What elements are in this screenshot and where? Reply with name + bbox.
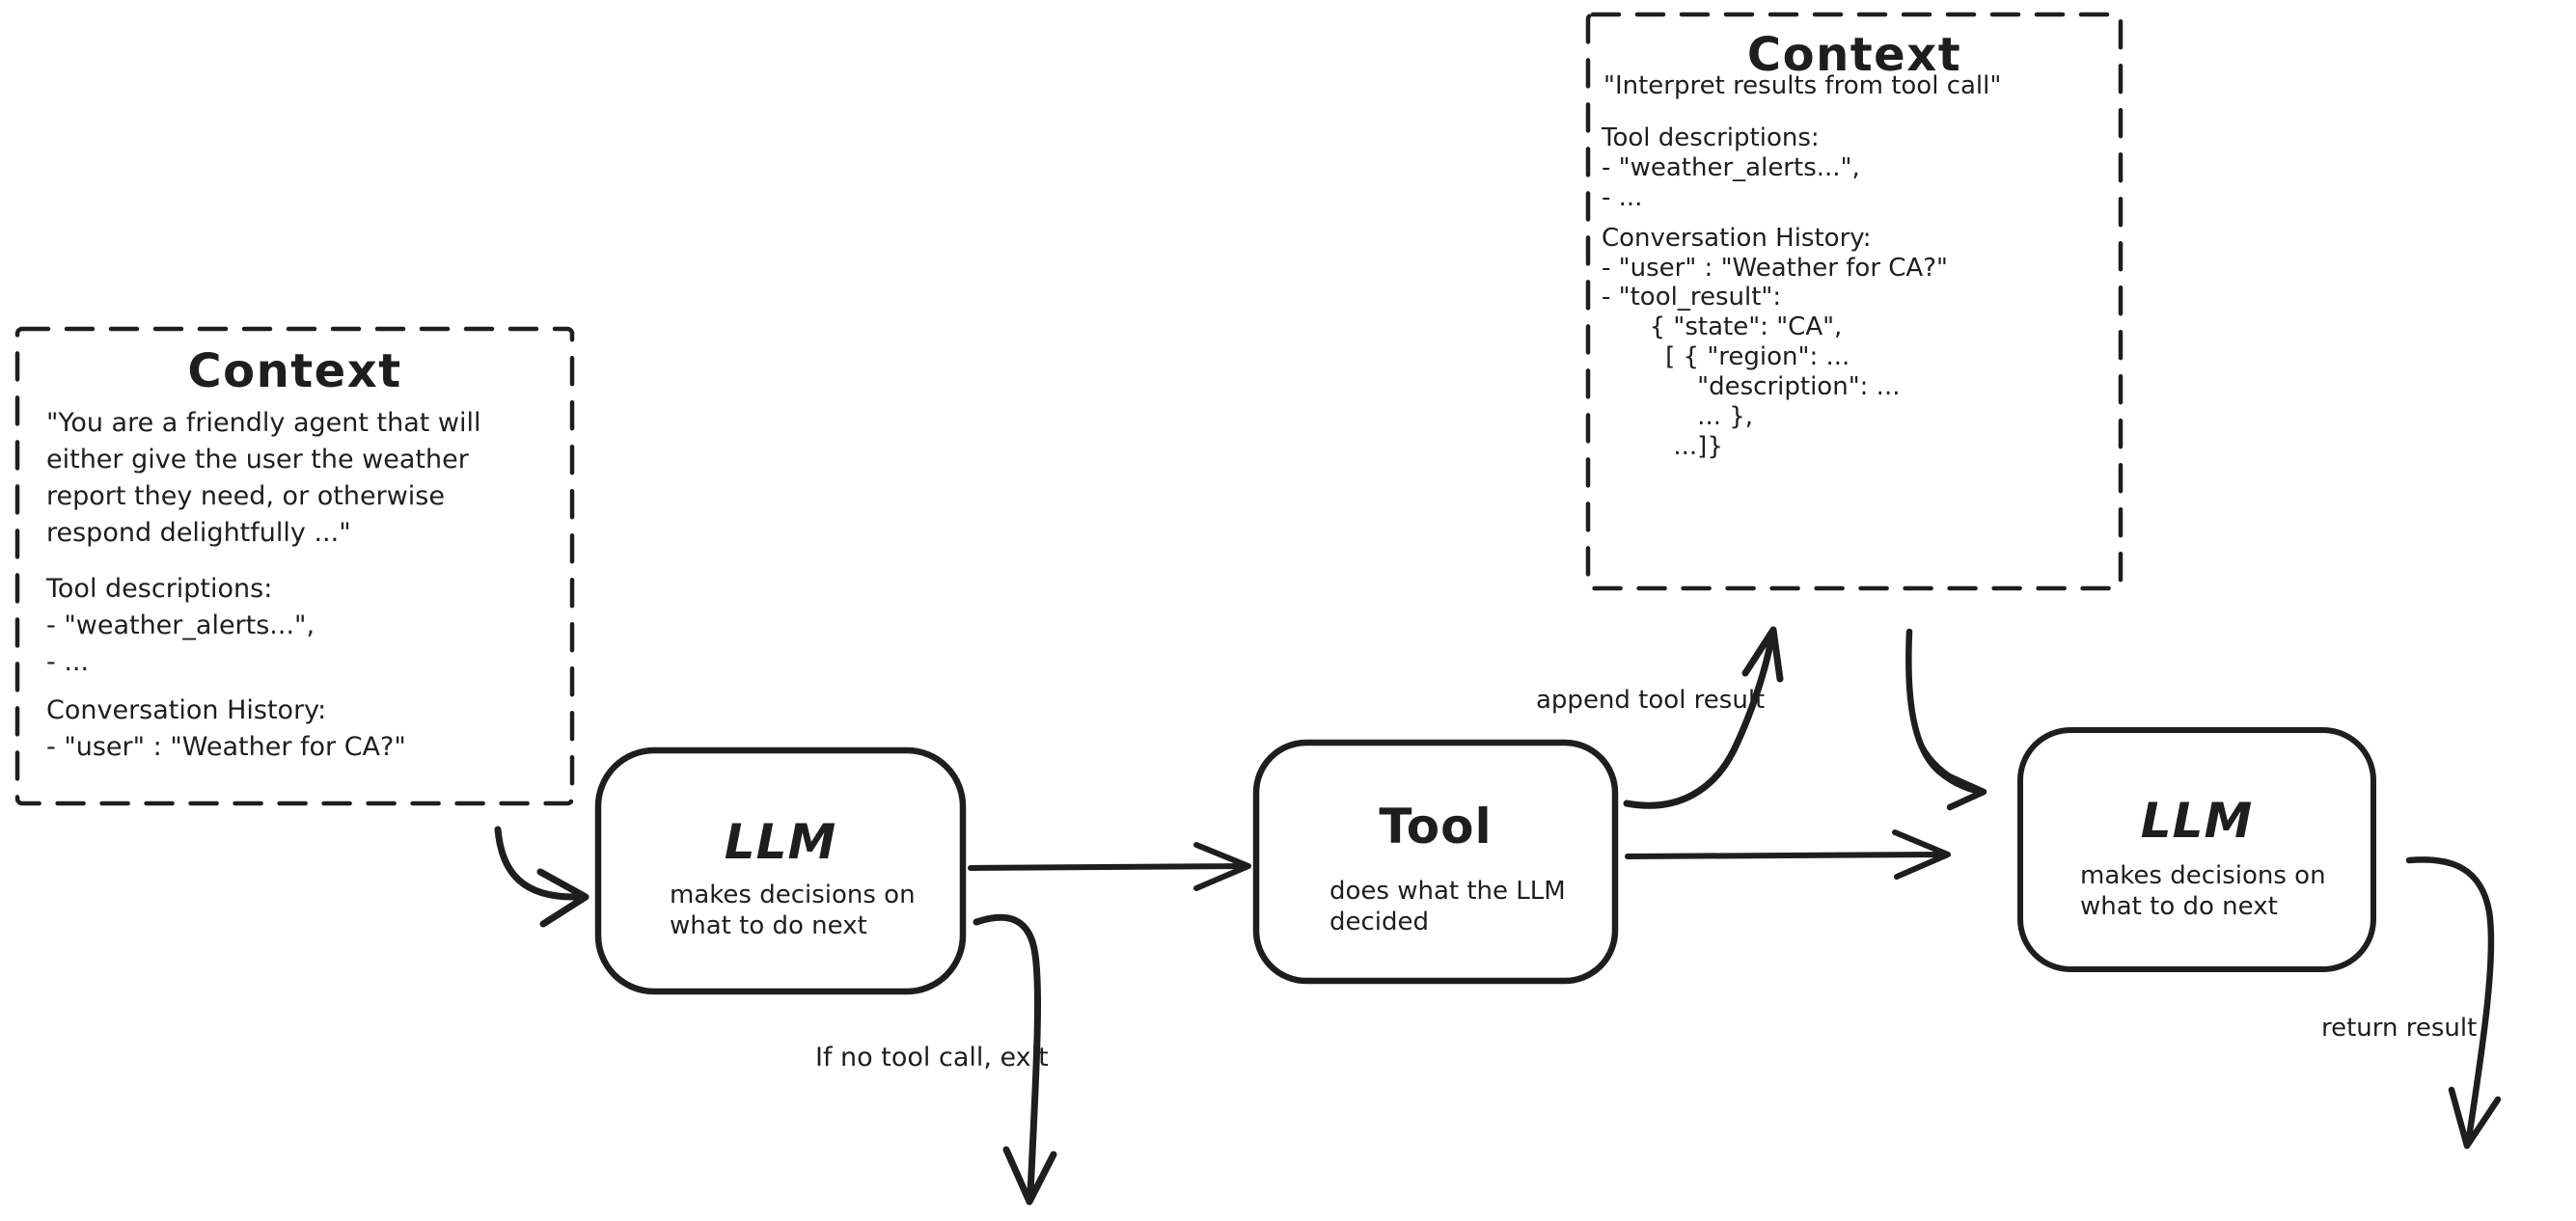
context-right-tool-descriptions: Tool descriptions: - "weather_alerts..."…: [1602, 123, 1860, 212]
edge-label-return-result: return result: [2321, 1014, 2478, 1043]
context-right-title: Context: [1746, 28, 1962, 82]
context-right-tool-result: - "tool_result": { "state": "CA", [ { "r…: [1602, 283, 1901, 461]
context-right-conversation-history: Conversation History: - "user" : "Weathe…: [1602, 224, 1948, 283]
llm-second-subtitle: makes decisions on what to do next: [2080, 861, 2326, 921]
arrow-llm1-exit: [973, 913, 1057, 1206]
context-left-tool-descriptions: Tool descriptions: - "weather_alerts..."…: [46, 574, 315, 677]
context-left-conversation-history: Conversation History: - "user" : "Weathe…: [46, 695, 406, 762]
context-right-instruction: "Interpret results from tool call": [1603, 71, 2002, 100]
arrow-llm1-to-tool: [968, 842, 1251, 891]
arrow-context2-to-llm2-double-stroke: [1905, 673, 1970, 787]
arrow-tool-to-llm2: [1625, 829, 1951, 880]
arrow-context1-to-llm1: [494, 826, 589, 928]
arrow-context2-to-llm2: [1905, 628, 1987, 811]
llm-second-title: LLM: [2140, 793, 2254, 849]
context-left-system-prompt: "You are a friendly agent that will eith…: [46, 408, 481, 548]
edge-label-if-no-tool-call-exit: If no tool call, exit: [815, 1043, 1049, 1072]
llm-first-subtitle: makes decisions on what to do next: [670, 881, 916, 940]
arrow-llm2-return: [2405, 856, 2502, 1150]
context-left-title: Context: [187, 344, 402, 398]
tool-node-border: [1252, 739, 1619, 985]
llm-first-title: LLM: [724, 814, 837, 870]
llm-second-node-border: [2017, 727, 2376, 972]
tool-subtitle: does what the LLM decided: [1329, 877, 1566, 936]
edge-label-append-tool-result: append tool result: [1536, 686, 1766, 715]
arrow-tool-to-context2: [1623, 626, 1784, 809]
tool-title: Tool: [1379, 799, 1493, 855]
context-box-left-border: [14, 326, 575, 806]
llm-first-node-border: [594, 746, 967, 995]
context-box-top-right-border: [1585, 12, 2124, 591]
